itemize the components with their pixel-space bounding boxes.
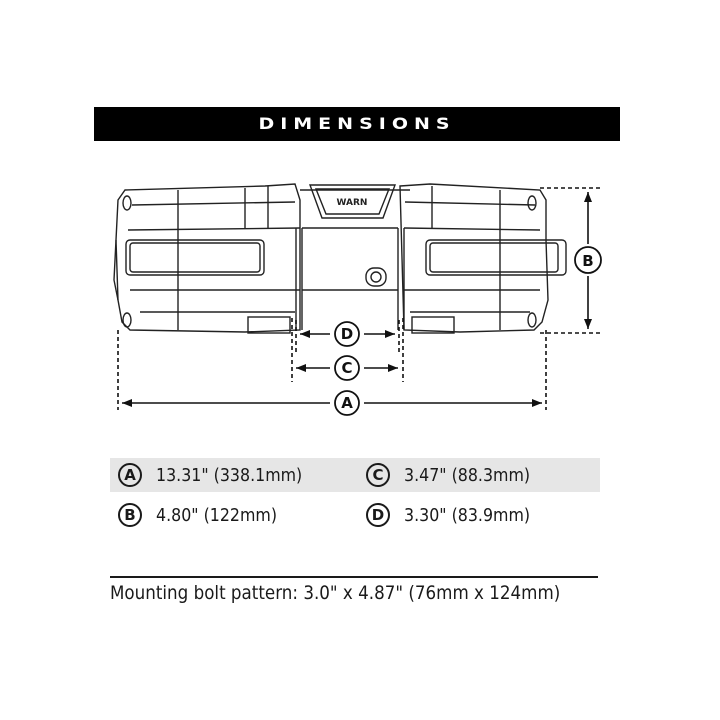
spec-d: D 3.30" (83.9mm) (366, 503, 547, 527)
divider (110, 576, 598, 578)
spec-c: C 3.47" (88.3mm) (366, 463, 547, 487)
spec-d-value: 3.30" (83.9mm) (404, 504, 531, 526)
banner-title: DIMENSIONS (258, 114, 456, 134)
spec-b-value: 4.80" (122mm) (156, 504, 278, 526)
spec-row-1: A 13.31" (338.1mm) C 3.47" (88.3mm) (110, 458, 600, 492)
marker-a: A (341, 394, 353, 412)
warn-logo: WARN (337, 198, 368, 208)
mounting-bolt-pattern: Mounting bolt pattern: 3.0" x 4.87" (76m… (110, 582, 561, 604)
badge-c: C (366, 463, 390, 487)
dimension-lines (117, 187, 602, 410)
badge-a: A (118, 463, 142, 487)
spec-a: A 13.31" (338.1mm) (118, 463, 322, 487)
winch-outline (113, 183, 567, 334)
badge-b: B (118, 503, 142, 527)
badge-d: D (366, 503, 390, 527)
winch-dimension-diagram: WARN A (113, 183, 602, 416)
marker-d: D (341, 325, 353, 343)
spec-a-value: 13.31" (338.1mm) (156, 464, 303, 486)
spec-c-value: 3.47" (88.3mm) (404, 464, 531, 486)
spec-b: B 4.80" (122mm) (118, 503, 294, 527)
dimensions-banner: DIMENSIONS (94, 107, 620, 141)
spec-row-2: B 4.80" (122mm) D 3.30" (83.9mm) (110, 498, 600, 532)
marker-b: B (582, 252, 593, 270)
arrowheads (122, 192, 592, 407)
dimension-markers (334, 246, 602, 416)
marker-c: C (341, 359, 352, 377)
